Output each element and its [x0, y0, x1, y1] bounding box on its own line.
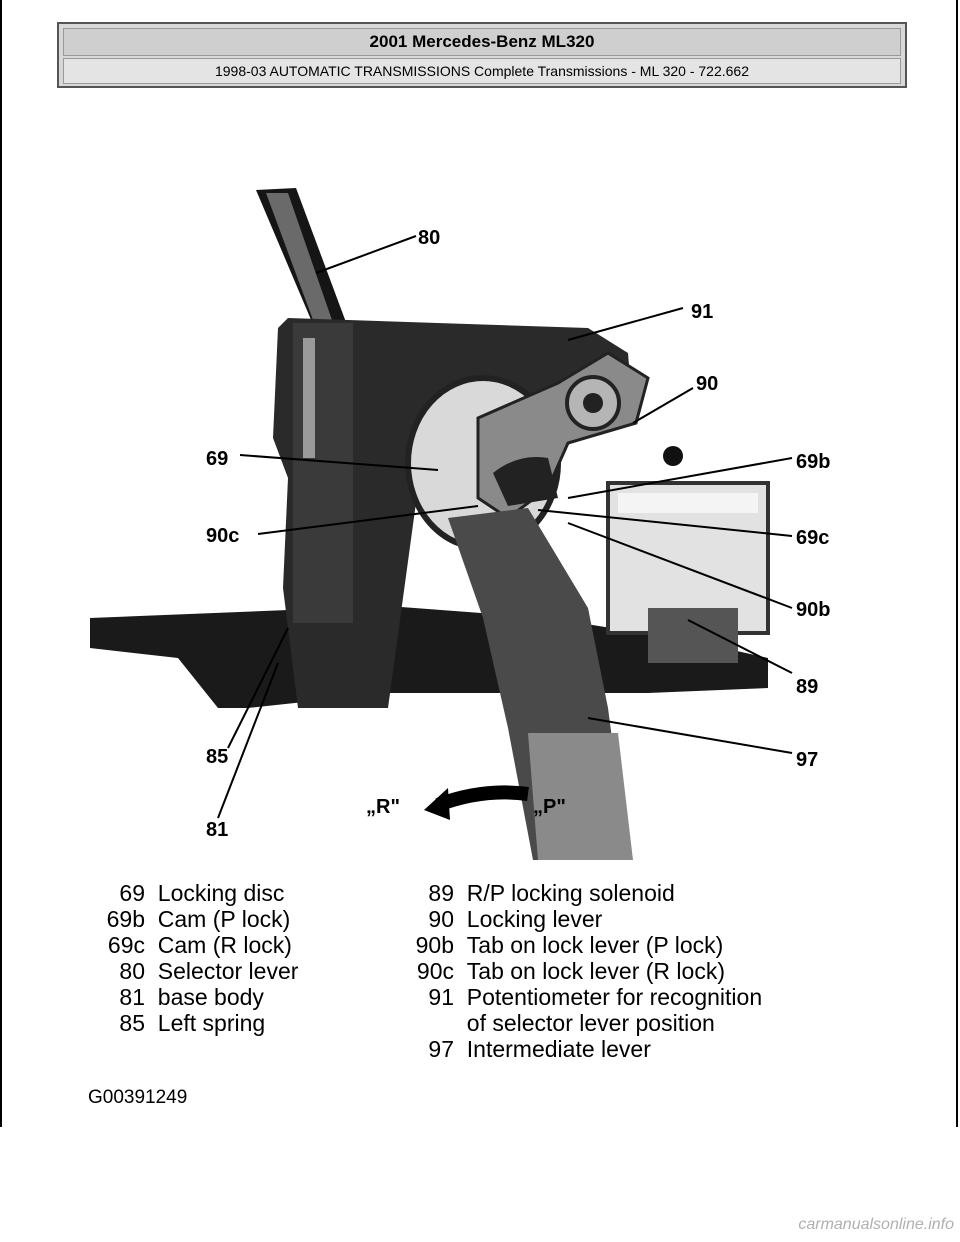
callout-80: 80: [418, 227, 440, 249]
callout-69: 69: [206, 448, 228, 470]
legend-left-item: 69b Cam (P lock): [106, 906, 291, 932]
callout-91: 91: [691, 301, 713, 323]
page-frame: [0, 0, 958, 1127]
callout-r-position: „R": [366, 796, 400, 818]
page-title: 2001 Mercedes-Benz ML320: [63, 28, 901, 56]
callout-69b: 69b: [796, 451, 830, 473]
legend-right-item: 89 R/P locking solenoid: [428, 880, 675, 906]
callout-85: 85: [206, 746, 228, 768]
legend-right-item: 90b Tab on lock lever (P lock): [415, 932, 724, 958]
legend-left-item: 69c Cam (R lock): [107, 932, 292, 958]
legend-left-item: 85 Left spring: [119, 1010, 266, 1036]
legend-right-item: of selector lever position: [466, 1010, 715, 1036]
callout-90b: 90b: [796, 599, 830, 621]
legend-right-item: 97 Intermediate lever: [428, 1036, 651, 1062]
callout-81: 81: [206, 819, 228, 841]
figure-code: G00391249: [88, 1087, 188, 1108]
legend-right-item: 91 Potentiometer for recognition: [428, 984, 763, 1010]
callout-p-position: „P": [533, 796, 566, 818]
callout-90c: 90c: [206, 525, 239, 547]
callout-89: 89: [796, 676, 818, 698]
legend-left-item: 80 Selector lever: [119, 958, 299, 984]
callout-97: 97: [796, 749, 818, 771]
legend-right-item: 90 Locking lever: [428, 906, 603, 932]
legend-left-item: 81 base body: [119, 984, 264, 1010]
legend-right-item: 90c Tab on lock lever (R lock): [416, 958, 725, 984]
page-subtitle: 1998-03 AUTOMATIC TRANSMISSIONS Complete…: [63, 58, 901, 84]
watermark: carmanualsonline.info: [798, 1216, 954, 1233]
callout-69c: 69c: [796, 527, 829, 549]
leader-lines: [217, 235, 793, 819]
selector-lever-photo: 80 91 90 69 69b 90c 69c 90b 89 85 97 81 …: [88, 188, 872, 860]
callout-90: 90: [696, 373, 718, 395]
legend-left-item: 69 Locking disc: [119, 880, 285, 906]
document-header: 2001 Mercedes-Benz ML320 1998-03 AUTOMAT…: [57, 22, 907, 88]
